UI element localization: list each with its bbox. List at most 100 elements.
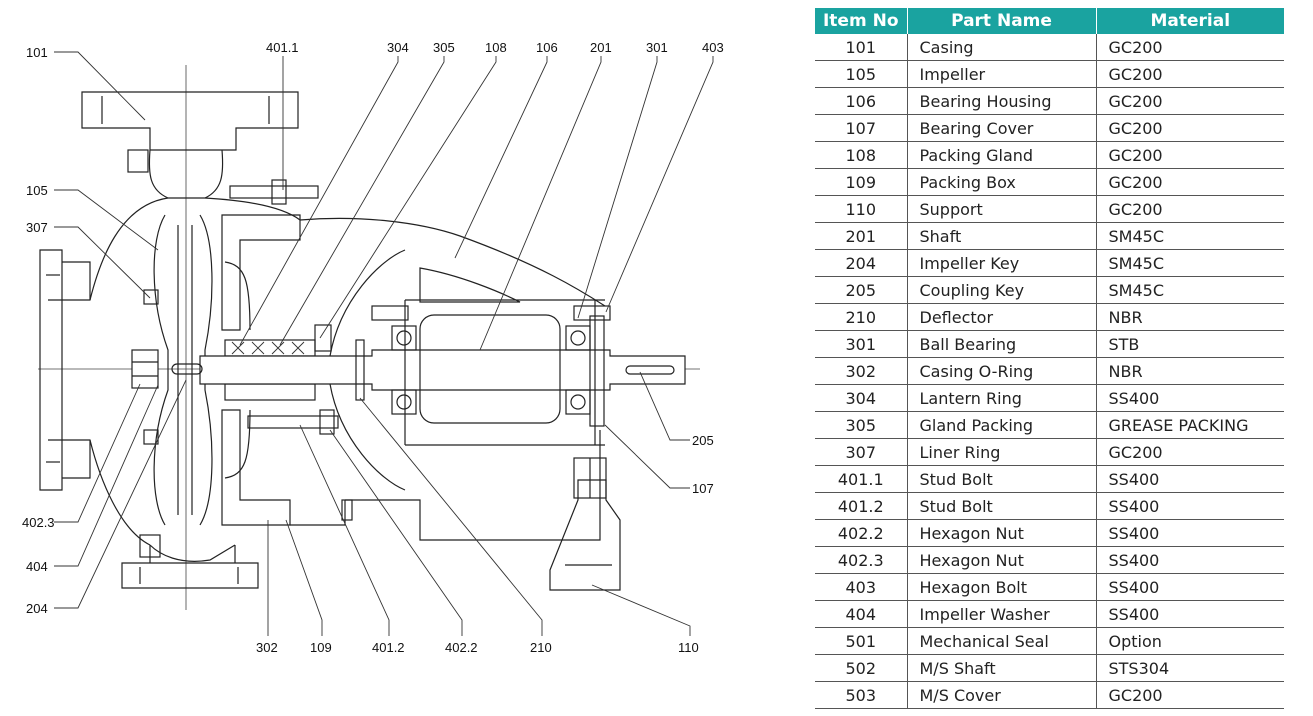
cell-part-name: Packing Gland — [906, 141, 1096, 169]
callout-label: 404 — [26, 559, 48, 574]
cell-item-no: 307 — [815, 438, 907, 466]
cell-part-name: Bearing Cover — [906, 114, 1096, 142]
column-header-material: Material — [1096, 8, 1284, 34]
cell-item-no: 401.2 — [815, 492, 907, 520]
cell-part-name: Stud Bolt — [906, 492, 1096, 520]
cell-item-no: 201 — [815, 222, 907, 250]
cell-part-name: Packing Box — [906, 168, 1096, 196]
cell-material: STB — [1095, 330, 1284, 358]
callout-label: 305 — [433, 40, 455, 55]
callout-label: 108 — [485, 40, 507, 55]
cell-part-name: Impeller — [906, 60, 1096, 88]
cell-item-no: 107 — [815, 114, 907, 142]
callout-label: 304 — [387, 40, 409, 55]
pump-sectional-drawing: 101 401.1 304 305 108 106 201 301 403 10… — [22, 40, 724, 655]
cell-material: Option — [1095, 627, 1284, 655]
column-header-part-name: Part Name — [907, 8, 1097, 34]
cell-part-name: Coupling Key — [906, 276, 1096, 304]
cell-material: GC200 — [1095, 681, 1284, 709]
cell-part-name: Ball Bearing — [906, 330, 1096, 358]
cell-material: SS400 — [1095, 546, 1284, 574]
cell-material: SS400 — [1095, 600, 1284, 628]
cell-material: SS400 — [1095, 465, 1284, 493]
cell-part-name: M/S Cover — [906, 681, 1096, 709]
cell-part-name: Stud Bolt — [906, 465, 1096, 493]
callout-labels: 101 401.1 304 305 108 106 201 301 403 10… — [22, 40, 724, 655]
callout-label: 107 — [692, 481, 714, 496]
cell-material: GC200 — [1095, 168, 1284, 196]
cell-material: SS400 — [1095, 384, 1284, 412]
cell-part-name: Deflector — [906, 303, 1096, 331]
cell-material: GC200 — [1095, 114, 1284, 142]
cell-item-no: 205 — [815, 276, 907, 304]
cell-item-no: 110 — [815, 195, 907, 223]
callout-label: 204 — [26, 601, 48, 616]
cell-material: SS400 — [1095, 492, 1284, 520]
callout-label: 307 — [26, 220, 48, 235]
callout-leaders — [54, 51, 714, 636]
callout-label: 201 — [590, 40, 612, 55]
cell-material: NBR — [1095, 357, 1284, 385]
cell-part-name: Casing — [906, 34, 1096, 61]
cell-material: GC200 — [1095, 60, 1284, 88]
cell-item-no: 101 — [815, 34, 907, 61]
cell-item-no: 501 — [815, 627, 907, 655]
cell-item-no: 402.2 — [815, 519, 907, 547]
callout-label: 109 — [310, 640, 332, 655]
callout-label: 101 — [26, 45, 48, 60]
cell-material: GREASE PACKING — [1095, 411, 1284, 439]
cell-item-no: 305 — [815, 411, 907, 439]
cell-part-name: Casing O-Ring — [906, 357, 1096, 385]
cell-item-no: 105 — [815, 60, 907, 88]
cell-item-no: 210 — [815, 303, 907, 331]
cell-item-no: 403 — [815, 573, 907, 601]
cell-part-name: Support — [906, 195, 1096, 223]
column-header-item-no: Item No — [815, 8, 908, 34]
cell-part-name: Impeller Washer — [906, 600, 1096, 628]
cell-material: SM45C — [1095, 249, 1284, 277]
cell-part-name: Lantern Ring — [906, 384, 1096, 412]
cell-material: GC200 — [1095, 87, 1284, 115]
callout-label: 110 — [678, 640, 699, 655]
cell-item-no: 402.3 — [815, 546, 907, 574]
callout-label: 401.1 — [266, 40, 299, 55]
cell-part-name: Liner Ring — [906, 438, 1096, 466]
cell-material: SM45C — [1095, 222, 1284, 250]
cell-material: SS400 — [1095, 519, 1284, 547]
callout-label: 402.2 — [445, 640, 478, 655]
cell-material: NBR — [1095, 303, 1284, 331]
callout-label: 105 — [26, 183, 48, 198]
callout-label: 402.3 — [22, 515, 55, 530]
cell-item-no: 302 — [815, 357, 907, 385]
callout-label: 403 — [702, 40, 724, 55]
cell-item-no: 301 — [815, 330, 907, 358]
cell-material: GC200 — [1095, 34, 1284, 61]
callout-label: 301 — [646, 40, 668, 55]
cell-material: GC200 — [1095, 141, 1284, 169]
callout-label: 210 — [530, 640, 552, 655]
cell-material: GC200 — [1095, 438, 1284, 466]
